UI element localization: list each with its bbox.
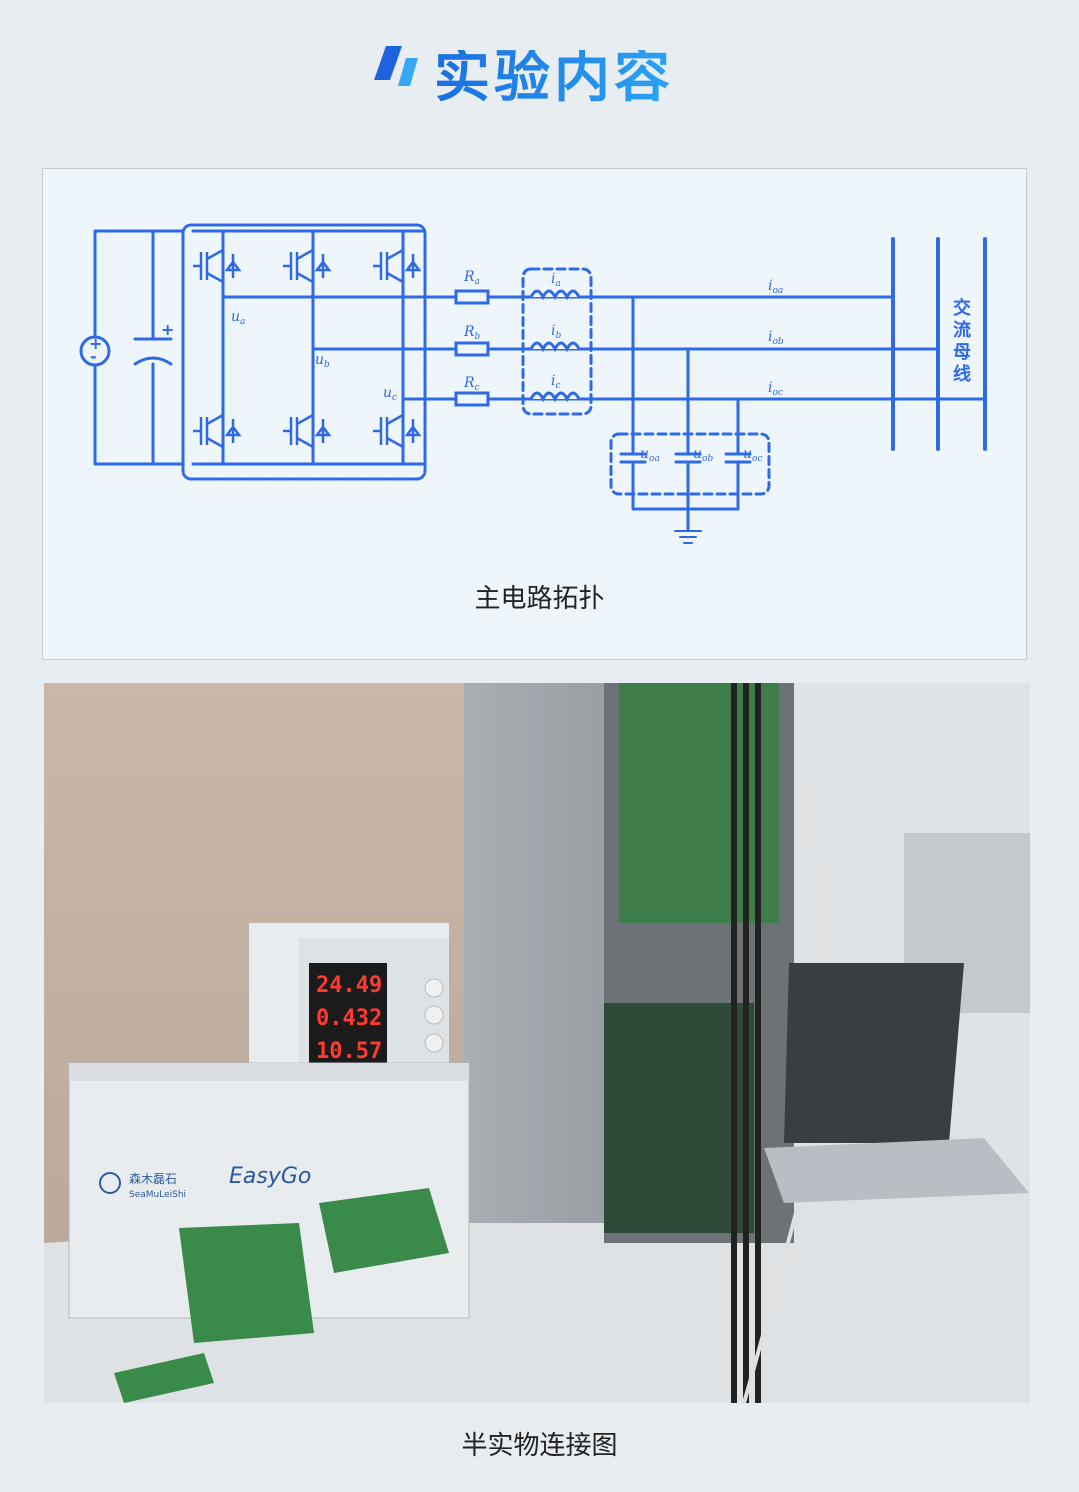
label-uc-sub: c <box>392 393 397 403</box>
svg-text:ioc: ioc <box>768 380 783 398</box>
svg-text:uoc: uoc <box>743 446 763 464</box>
main-circuit-diagram: +- + ua ub uc Ra Rb Rc ia ib ic ioa iob … <box>79 223 987 544</box>
svg-text:ib: ib <box>551 323 561 341</box>
label-ub-sub: b <box>324 360 330 370</box>
label-ia: i <box>551 271 555 287</box>
page-title: 实验内容 <box>434 45 674 110</box>
svg-text:ic: ic <box>551 373 561 391</box>
svg-text:ioa: ioa <box>768 278 783 296</box>
label-uoa-sub: oa <box>649 454 660 464</box>
label-ic-sub: c <box>555 381 560 391</box>
label-rb-sub: b <box>475 332 481 342</box>
svg-text:iob: iob <box>768 329 784 347</box>
diagram-caption: 主电路拓扑 <box>474 584 605 614</box>
label-ra: R <box>463 269 475 285</box>
label-ia-sub: a <box>555 279 560 289</box>
svg-text:uob: uob <box>693 446 713 464</box>
svg-text:+: + <box>89 334 102 353</box>
photo-caption: 半实物连接图 <box>461 1431 618 1461</box>
svg-text:ua: ua <box>231 309 245 327</box>
label-ic: i <box>551 373 555 389</box>
brand-en: SeaMuLeiShi <box>129 1190 186 1200</box>
label-rc: R <box>463 375 475 391</box>
svg-text:uc: uc <box>383 385 397 403</box>
circuit-panel: +- + ua ub uc Ra Rb Rc ia ib ic ioa iob … <box>42 168 1027 660</box>
meter-power: 10.57 <box>316 1039 382 1064</box>
ac-bus-label: 交 流 母 线 <box>953 297 971 385</box>
svg-text:ia: ia <box>551 271 561 289</box>
label-uoa: u <box>640 446 649 462</box>
label-ib-sub: b <box>555 331 561 341</box>
label-ioa-sub: oa <box>772 286 783 296</box>
brand-logo: EasyGo <box>229 1164 311 1189</box>
igbt-switches <box>193 248 422 449</box>
label-iob-sub: ob <box>772 337 783 347</box>
brand-cn: 森木磊石 <box>129 1171 177 1186</box>
meter-voltage: 24.49 <box>316 973 382 998</box>
label-ub: u <box>315 352 324 368</box>
brand-logo-icon <box>99 1172 121 1194</box>
label-ioc: i <box>768 380 772 396</box>
label-uob: u <box>693 446 702 462</box>
svg-text:Ra: Ra <box>463 269 480 287</box>
label-rb: R <box>463 324 475 340</box>
svg-text:ub: ub <box>315 352 330 370</box>
bus-char-2: 流 <box>953 319 971 341</box>
label-uoc: u <box>743 446 752 462</box>
svg-text:uoa: uoa <box>640 446 660 464</box>
label-rc-sub: c <box>475 383 480 393</box>
bus-char-4: 线 <box>953 363 971 385</box>
label-uc: u <box>383 385 392 401</box>
bus-char-3: 母 <box>953 342 971 363</box>
label-ua: u <box>231 309 240 325</box>
title-logo-icon <box>374 46 418 86</box>
bus-char-1: 交 <box>953 297 971 319</box>
svg-text:Rb: Rb <box>463 324 481 342</box>
setup-photo: 24.49 0.432 10.57 森木磊石 SeaMuLeiShi EasyG… <box>44 683 1030 1403</box>
label-uob-sub: ob <box>702 454 713 464</box>
svg-text:+: + <box>161 320 174 339</box>
meter-current: 0.432 <box>316 1006 382 1031</box>
label-ib: i <box>551 323 555 339</box>
svg-text:-: - <box>90 347 97 366</box>
svg-text:Rc: Rc <box>463 375 480 393</box>
label-iob: i <box>768 329 772 345</box>
label-ioc-sub: oc <box>772 388 782 398</box>
label-ra-sub: a <box>475 277 480 287</box>
label-uoc-sub: oc <box>752 454 762 464</box>
label-ua-sub: a <box>240 317 245 327</box>
label-ioa: i <box>768 278 772 294</box>
